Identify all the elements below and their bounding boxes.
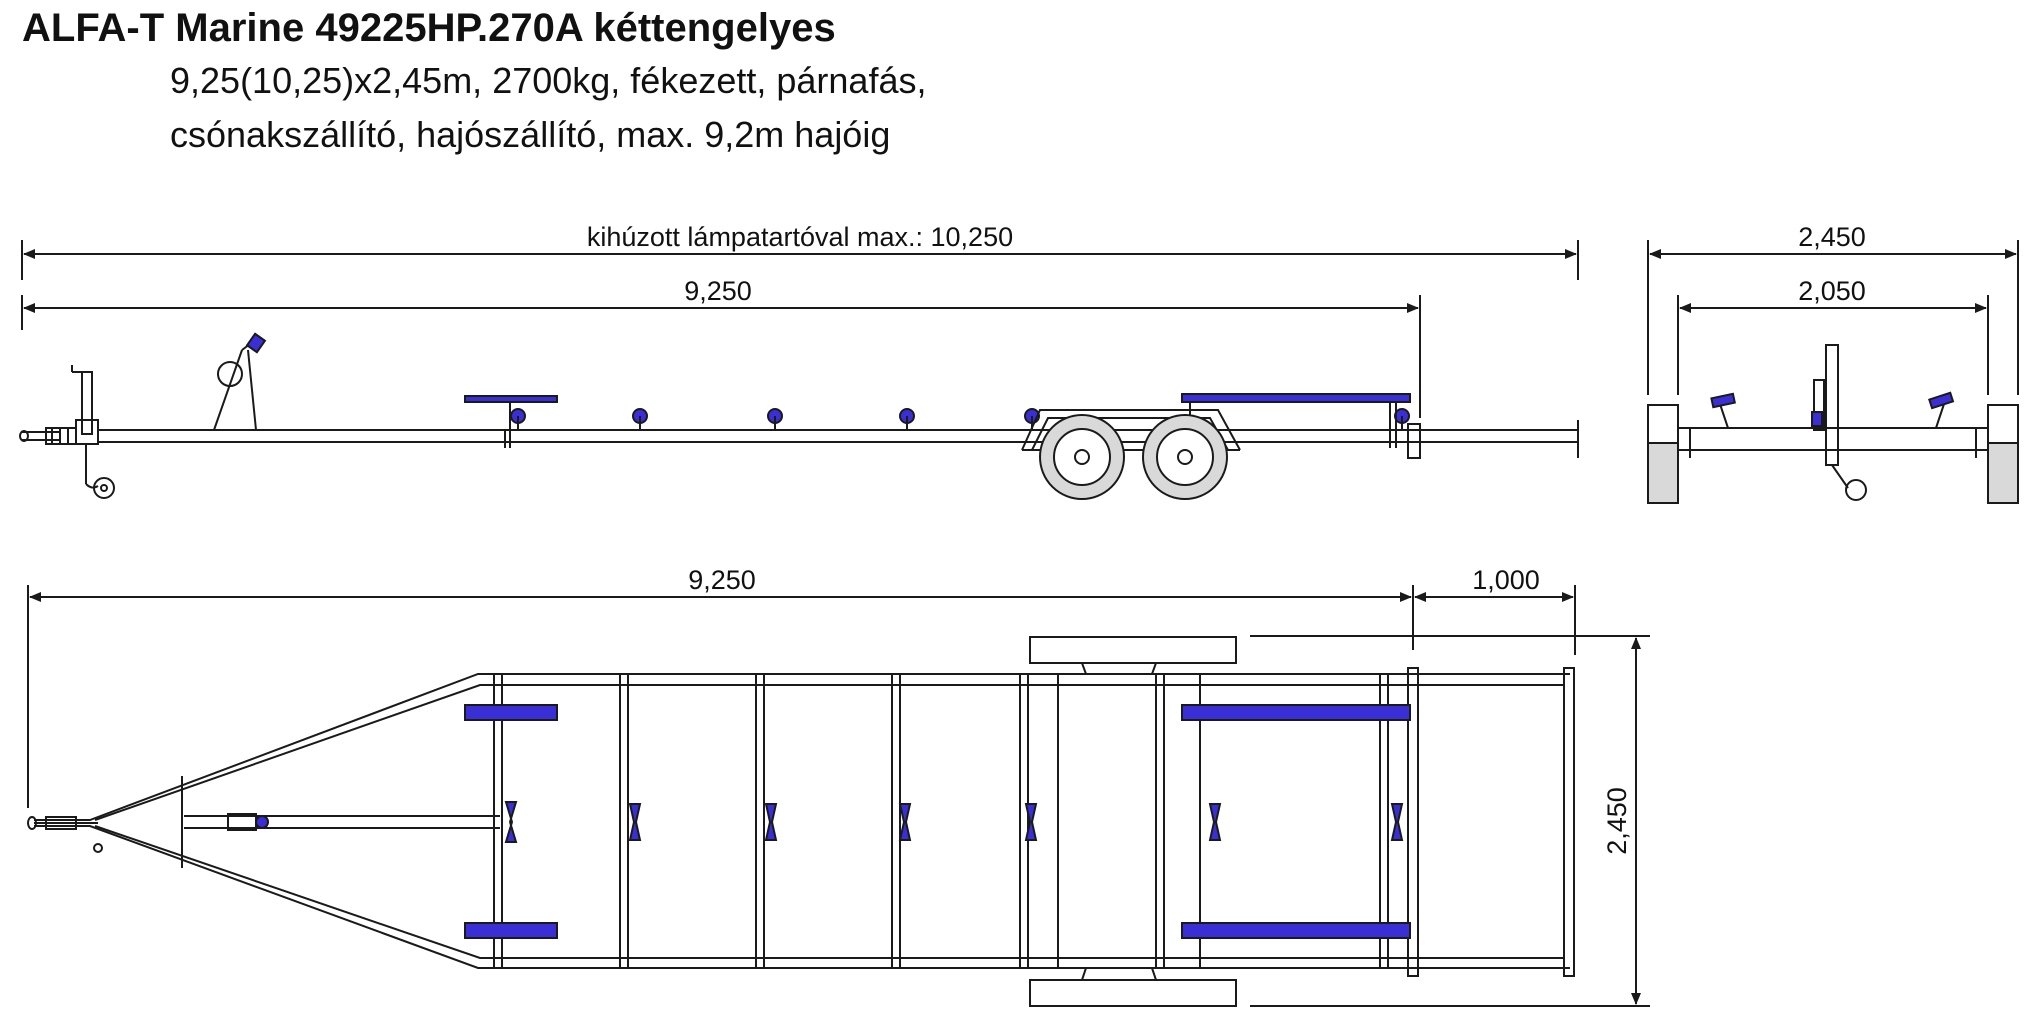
drawing-title: ALFA-T Marine 49225HP.270A kéttengelyes <box>22 6 836 50</box>
top-view: 9,250 1,000 2,450 <box>27 565 1650 1007</box>
dimension-side-length <box>21 295 1421 418</box>
rear-wheels <box>1647 404 2019 504</box>
jockey-wheel <box>71 365 115 499</box>
tandem-axle <box>1021 409 1241 500</box>
dimension-top-width <box>1250 635 1650 1007</box>
top-keel-rollers <box>504 801 1404 843</box>
dimension-top-extension-label: 1,000 <box>1472 565 1540 595</box>
front-bunk <box>464 395 558 448</box>
coupling <box>19 419 1579 459</box>
dimension-rear-inner <box>1677 295 1989 395</box>
dimension-top-width-label: 2,450 <box>1602 787 1632 855</box>
rear-bunk-supports <box>1710 391 1955 429</box>
keel-rollers <box>510 408 1410 430</box>
dimension-side-length-label: 9,250 <box>684 276 752 306</box>
rear-view: 2,450 2,050 <box>1647 222 2019 504</box>
dimension-overall-length-label: kihúzott lámpatartóval max.: 10,250 <box>587 222 1013 252</box>
dimension-rear-outer-label: 2,450 <box>1798 222 1866 252</box>
top-wheels <box>1029 636 1237 1007</box>
dimension-rear-inner-label: 2,050 <box>1798 276 1866 306</box>
rear-frame <box>1678 344 1988 501</box>
drawing-subtitle-line2: csónakszállító, hajószállító, max. 9,2m … <box>170 114 891 155</box>
side-view: kihúzott lámpatartóval max.: 10,250 9,25… <box>19 222 1579 500</box>
dimension-top-length-label: 9,250 <box>688 565 756 595</box>
dimension-overall-length <box>21 240 1579 280</box>
dimension-top-length <box>27 585 1414 808</box>
dimension-top-extension <box>1414 585 1576 655</box>
top-bunks <box>464 704 1411 939</box>
winch-post <box>213 332 267 431</box>
dimension-rear-outer <box>1647 240 2019 395</box>
drawing-subtitle-line1: 9,25(10,25)x2,45m, 2700kg, fékezett, pár… <box>170 60 927 101</box>
cross-members <box>493 667 1575 977</box>
drawbar <box>27 673 1570 969</box>
